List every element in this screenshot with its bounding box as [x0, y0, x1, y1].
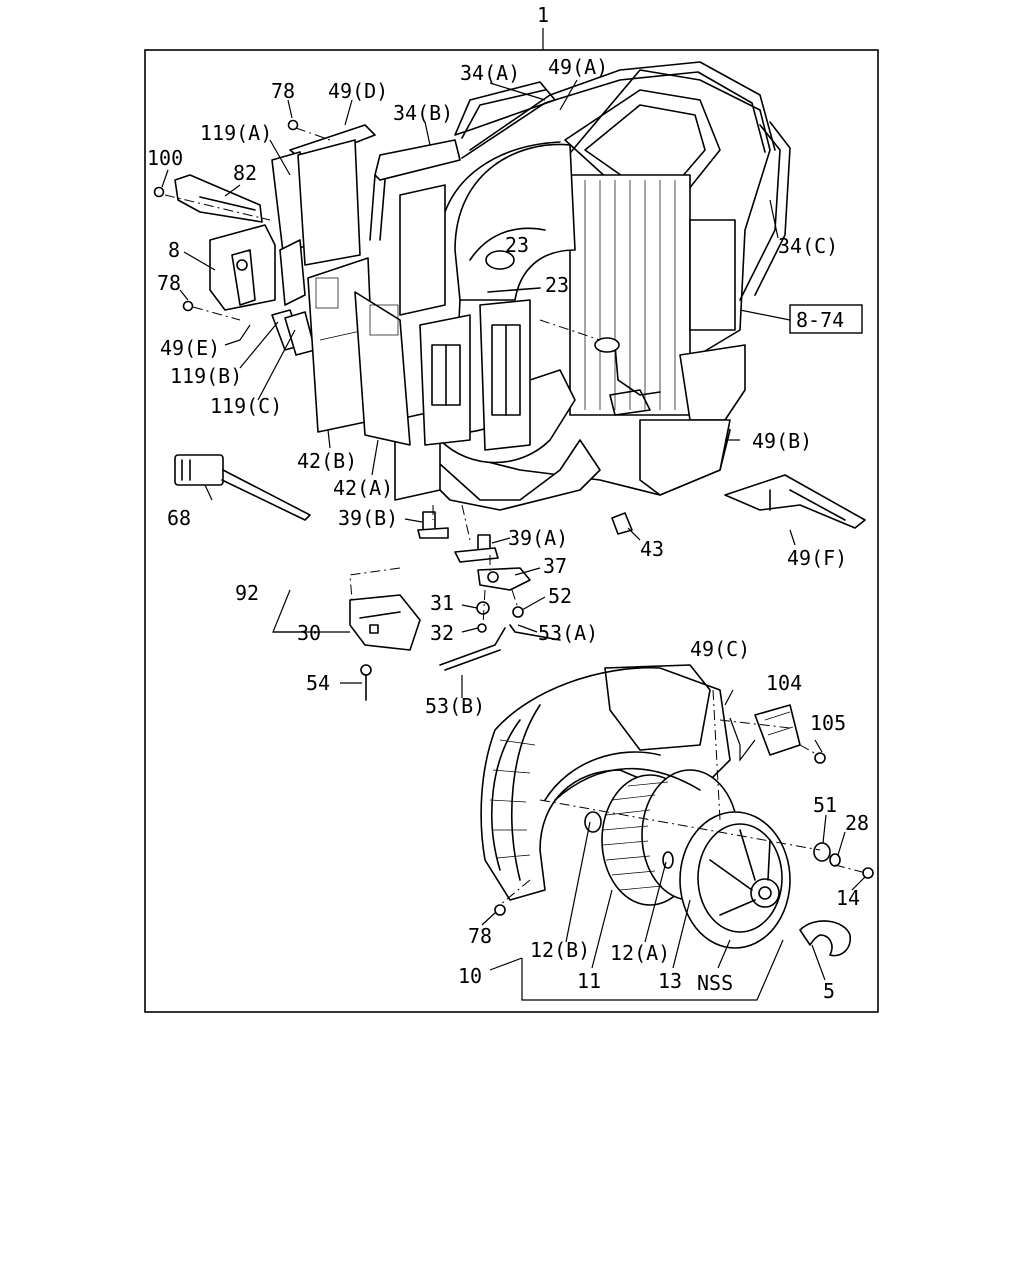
reference-box — [789, 304, 863, 334]
part-labels: 1 34(A) 49(A) 49(D) 78 34(B) 119(A) 100 … — [147, 3, 869, 1003]
filter-42a — [354, 291, 411, 446]
label-39a: 39(A) — [508, 526, 568, 550]
label-39b: 39(B) — [338, 506, 398, 530]
resistor-104 — [754, 704, 801, 756]
label-5: 5 — [823, 979, 835, 1003]
label-34b: 34(B) — [393, 101, 453, 125]
lever-37 — [477, 567, 531, 591]
actuator-8 — [209, 224, 306, 311]
motor-13 — [679, 811, 791, 949]
label-51: 51 — [813, 793, 837, 817]
label-105: 105 — [810, 711, 846, 735]
blower-assembly — [480, 664, 791, 949]
label-53b: 53(B) — [425, 694, 485, 718]
label-37: 37 — [543, 554, 567, 578]
rod-53a — [509, 624, 561, 641]
label-10: 10 — [458, 964, 482, 988]
label-49c: 49(C) — [690, 637, 750, 661]
resistor-30 — [349, 594, 421, 651]
label-92: 92 — [235, 581, 259, 605]
label-78-bot: 78 — [468, 924, 492, 948]
label-119c: 119(C) — [210, 394, 282, 418]
label-12b: 12(B) — [530, 938, 590, 962]
label-28: 28 — [845, 811, 869, 835]
label-53a: 53(A) — [538, 621, 598, 645]
label-43: 43 — [640, 537, 664, 561]
label-119b: 119(B) — [170, 364, 242, 388]
bolt-78-top — [287, 119, 299, 131]
bolt-78-mid — [182, 300, 194, 312]
label-52: 52 — [548, 584, 572, 608]
label-42a: 42(A) — [333, 476, 393, 500]
label-49b: 49(B) — [752, 429, 812, 453]
label-14: 14 — [836, 886, 860, 910]
label-49e: 49(E) — [160, 336, 220, 360]
washer-31 — [476, 601, 490, 615]
label-assembly: 1 — [537, 3, 549, 27]
diagram-frame — [144, 49, 879, 1013]
label-34c: 34(C) — [778, 234, 838, 258]
duct-34b — [369, 139, 461, 241]
link-39b — [417, 511, 449, 539]
screw-54 — [360, 664, 372, 701]
label-78-mid: 78 — [157, 271, 181, 295]
label-49f: 49(F) — [787, 546, 847, 570]
bolt-100 — [153, 186, 165, 198]
label-30: 30 — [297, 621, 321, 645]
duct-34a — [454, 81, 556, 139]
panel-119a-inner — [297, 139, 361, 266]
label-68: 68 — [167, 506, 191, 530]
leader-lines — [161, 79, 866, 1001]
screw-78-blower — [494, 904, 506, 916]
label-34a: 34(A) — [460, 61, 520, 85]
label-82: 82 — [233, 161, 257, 185]
label-13: 13 — [658, 969, 682, 993]
hose-5 — [799, 920, 851, 957]
link-39a — [454, 534, 499, 563]
nut-52 — [512, 606, 524, 618]
label-12a: 12(A) — [610, 941, 670, 965]
label-23-b: 23 — [545, 273, 569, 297]
door-23 — [419, 250, 541, 451]
label-119a: 119(A) — [200, 121, 272, 145]
label-11: 11 — [577, 969, 601, 993]
clip-28 — [829, 853, 841, 867]
nut-14 — [862, 867, 874, 879]
label-31: 31 — [430, 591, 454, 615]
clip-32 — [477, 623, 487, 633]
label-49d: 49(D) — [328, 79, 388, 103]
heater-case-body — [394, 61, 791, 511]
sensor-68 — [174, 454, 311, 521]
bracket-82 — [174, 174, 263, 223]
label-54: 54 — [306, 671, 330, 695]
screw-105 — [814, 752, 826, 764]
label-104: 104 — [766, 671, 802, 695]
washer-51 — [813, 842, 831, 862]
label-78-top: 78 — [271, 79, 295, 103]
clip-43 — [611, 512, 633, 535]
label-nss: NSS — [697, 971, 733, 995]
bracket-49f — [724, 474, 866, 529]
center-lines — [164, 127, 867, 906]
label-49a: 49(A) — [548, 55, 608, 79]
label-8: 8 — [168, 238, 180, 262]
label-42b: 42(B) — [297, 449, 357, 473]
label-ref: 8-74 — [796, 308, 844, 332]
label-23-a: 23 — [505, 233, 529, 257]
label-32: 32 — [430, 621, 454, 645]
label-100: 100 — [147, 146, 183, 170]
rod-53b — [439, 627, 506, 671]
